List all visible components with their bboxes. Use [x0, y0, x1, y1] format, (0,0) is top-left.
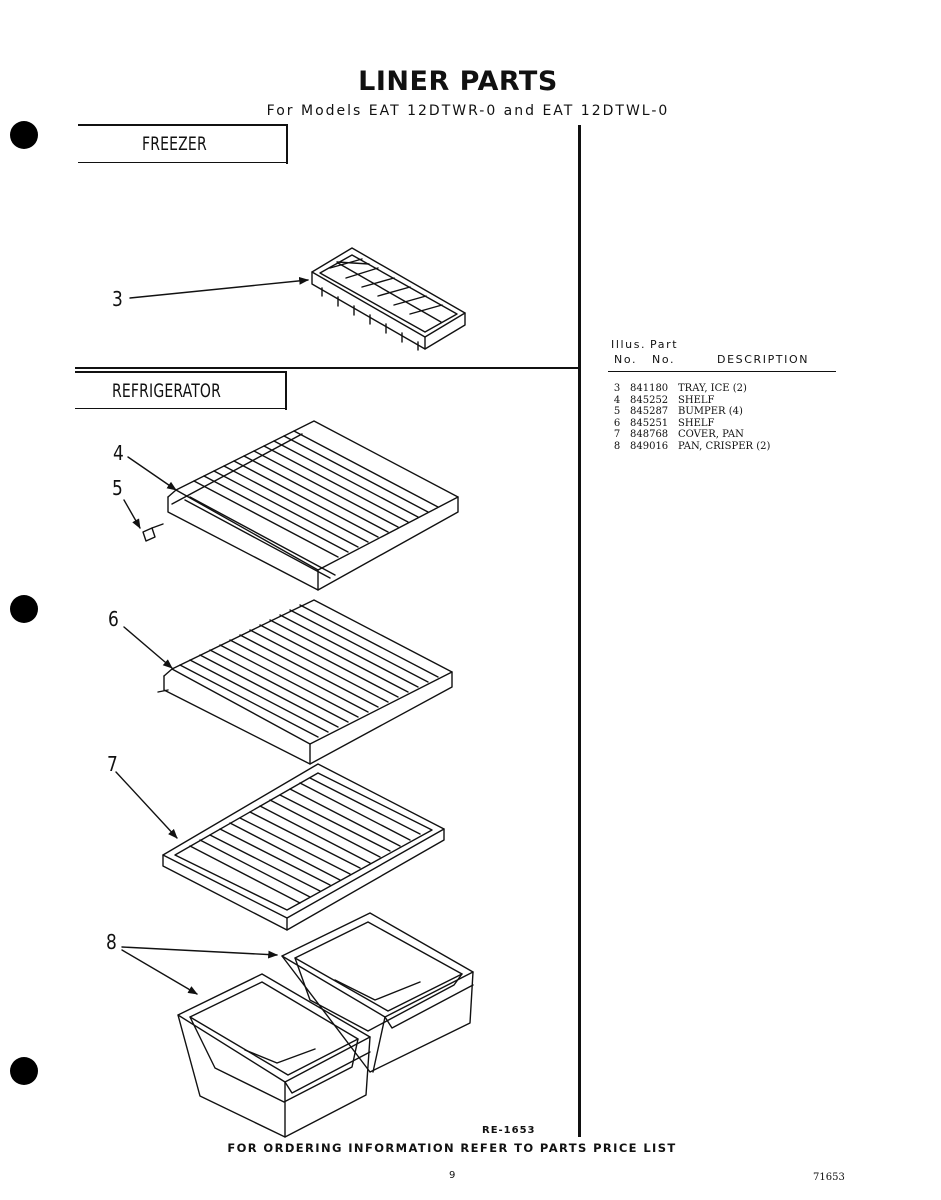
page-subtitle: For Models EAT 12DTWR-0 and EAT 12DTWL-0 [266, 103, 670, 119]
table-header-no-1: No. [614, 353, 638, 366]
callout-6: 6 [108, 607, 119, 631]
section-divider [75, 367, 578, 369]
row-illus-no: 7 [613, 429, 621, 441]
freezer-label: FREEZER [142, 133, 207, 155]
row-part-no: 841180 [630, 383, 669, 394]
binder-hole-middle [10, 595, 38, 623]
ice-tray-drawing [311, 247, 466, 351]
table-row: 6 845251 SHELF [608, 418, 818, 430]
freezer-label-underline [78, 162, 288, 163]
row-part-no: 845287 [630, 406, 669, 418]
row-description: COVER, PAN [678, 429, 744, 441]
page-number: 9 [449, 1170, 456, 1181]
row-description: PAN, CRISPER (2) [678, 440, 771, 452]
binder-hole-top [10, 121, 38, 149]
leader-3 [129, 276, 309, 299]
callout-7: 7 [107, 752, 118, 776]
shelf-4-drawing [167, 420, 459, 591]
cover-pan-drawing [162, 763, 445, 931]
row-part-no: 848768 [630, 429, 669, 441]
row-part-no: 849016 [630, 440, 669, 452]
row-description: TRAY, ICE (2) [678, 383, 747, 394]
table-row: 7 848768 COVER, PAN [608, 429, 818, 441]
bumper-drawing [142, 523, 164, 542]
row-illus-no: 6 [613, 417, 621, 429]
row-illus-no: 4 [613, 394, 621, 406]
crisper-pan-front-drawing [177, 973, 371, 1138]
illustration-ref: RE-1653 [482, 1125, 536, 1136]
shelf-6-drawing [157, 599, 453, 765]
leader-7 [115, 771, 178, 839]
table-row: 3 841180 TRAY, ICE (2) [608, 383, 818, 395]
table-header-description: DESCRIPTION [717, 353, 810, 366]
table-row: 4 845252 SHELF [608, 395, 818, 407]
row-illus-no: 5 [613, 406, 621, 418]
leader-8a [121, 946, 278, 959]
callout-4: 4 [113, 441, 124, 465]
leader-4 [127, 456, 177, 491]
parts-table: 3 841180 TRAY, ICE (2) 4 845252 SHELF 5 … [608, 383, 818, 453]
table-header-no-2: No. [652, 353, 676, 366]
refrigerator-label-underline [75, 408, 287, 409]
binder-hole-bottom [10, 1057, 38, 1085]
refrigerator-label: REFRIGERATOR [112, 380, 222, 402]
leader-6 [123, 626, 173, 669]
table-header-part: Part [650, 338, 679, 351]
row-description: SHELF [678, 417, 715, 429]
row-illus-no: 3 [613, 383, 621, 394]
document-number: 71653 [813, 1172, 845, 1183]
page-title: LINER PARTS [358, 66, 558, 97]
row-part-no: 845252 [630, 394, 669, 406]
table-header-illus: Illus. [611, 338, 647, 351]
table-header-rule [608, 371, 836, 372]
table-row: 5 845287 BUMPER (4) [608, 406, 818, 418]
row-description: BUMPER (4) [678, 406, 743, 418]
row-part-no: 845251 [630, 417, 669, 429]
freezer-label-box [78, 124, 288, 164]
leader-5 [123, 499, 141, 529]
column-divider [578, 125, 581, 1137]
refrigerator-label-box [75, 371, 287, 410]
row-illus-no: 8 [613, 440, 621, 452]
table-row: 8 849016 PAN, CRISPER (2) [608, 441, 818, 453]
callout-5: 5 [112, 476, 123, 500]
ordering-note: FOR ORDERING INFORMATION REFER TO PARTS … [227, 1141, 677, 1155]
callout-8: 8 [106, 930, 117, 954]
crisper-pan-rear-drawing [281, 912, 474, 1073]
callout-3: 3 [112, 287, 123, 311]
row-description: SHELF [678, 394, 715, 406]
leader-8b [121, 949, 198, 995]
